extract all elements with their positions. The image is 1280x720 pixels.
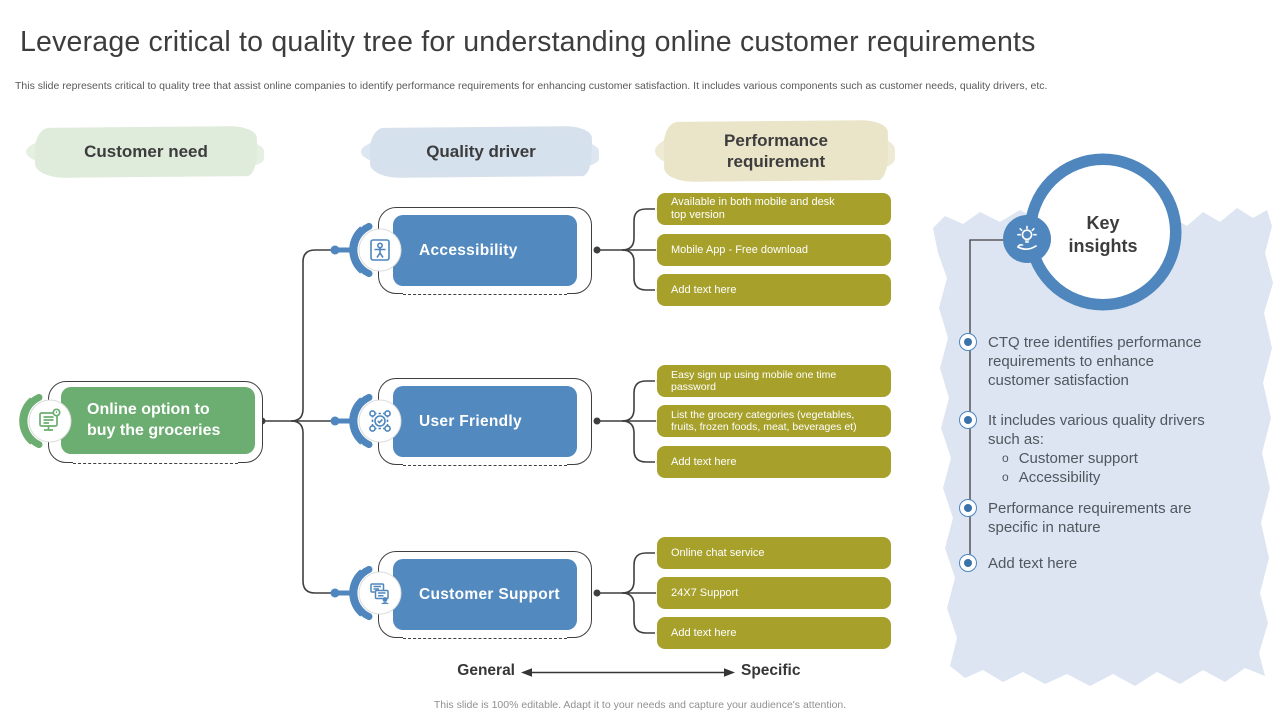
- page-subtitle: This slide represents critical to qualit…: [15, 80, 1048, 92]
- page-title: Leverage critical to quality tree for un…: [20, 26, 1036, 58]
- requirement-box[interactable]: Add text here: [657, 617, 891, 649]
- requirement-label: List the grocery categories (vegetables,…: [671, 408, 857, 433]
- bullet-marker: [959, 333, 977, 351]
- requirement-label: 24X7 Support: [671, 586, 739, 599]
- driver-node-customer-support: Customer Support: [378, 551, 592, 640]
- customer-need-node: Online option to buy the groceries: [48, 381, 263, 465]
- driver-label: Customer Support: [419, 585, 560, 603]
- driver-node-accessibility: Accessibility: [378, 207, 592, 296]
- insight-text[interactable]: Add text here: [988, 555, 1078, 572]
- idea-hand-badge: [1003, 215, 1051, 263]
- driver-label: Accessibility: [419, 241, 518, 259]
- sub-bullet-marker: o: [1002, 470, 1009, 484]
- driver-node-user-friendly: User Friendly: [378, 378, 592, 467]
- requirement-box: Online chat service: [657, 537, 891, 569]
- bullet-marker: [959, 554, 977, 572]
- requirement-box[interactable]: Add text here: [657, 446, 891, 478]
- requirement-label: Add text here: [671, 626, 737, 639]
- requirement-box: 24X7 Support: [657, 577, 891, 609]
- requirement-label: Easy sign up using mobile one time passw…: [671, 368, 837, 393]
- requirement-label: Add text here: [671, 283, 737, 296]
- column-header-customer-need: Customer need: [25, 126, 265, 178]
- column-header-label: Performance requirement: [724, 130, 828, 171]
- general-specific-arrow: [521, 668, 735, 677]
- requirement-box[interactable]: Add text here: [657, 274, 891, 306]
- requirement-box: List the grocery categories (vegetables,…: [657, 405, 891, 437]
- driver-label: User Friendly: [419, 412, 522, 430]
- requirement-label: Available in both mobile and desk top ve…: [671, 196, 835, 221]
- requirement-box: Available in both mobile and desk top ve…: [657, 193, 891, 225]
- insight-text: CTQ tree identifies performance requirem…: [988, 334, 1202, 389]
- insight-sub-text: Customer support: [1018, 450, 1138, 467]
- customer-need-label: Online option to buy the groceries: [87, 400, 221, 439]
- requirement-label: Online chat service: [671, 546, 765, 559]
- bullet-marker: [959, 499, 977, 517]
- requirement-label: Mobile App - Free download: [671, 243, 808, 256]
- accessibility-icon: [349, 222, 402, 278]
- insight-sub-item: o Customer support: [1002, 449, 1272, 468]
- column-header-label: Quality driver: [426, 142, 536, 162]
- axis-label-specific: Specific: [741, 662, 801, 679]
- requirement-box: Mobile App - Free download: [657, 234, 891, 266]
- shopping-monitor-icon: [19, 393, 72, 449]
- insight-sub-item: o Accessibility: [1002, 468, 1272, 487]
- insight-text: It includes various quality drivers such…: [988, 412, 1205, 448]
- watercolor-wash: [933, 208, 1273, 686]
- column-header-quality-driver: Quality driver: [360, 126, 600, 178]
- insight-text: Performance requirements are specific in…: [988, 500, 1192, 536]
- chat-support-icon: [349, 565, 402, 621]
- sub-bullet-marker: o: [1002, 451, 1009, 465]
- bullet-marker: [959, 411, 977, 429]
- column-header-performance-requirement: Performance requirement: [654, 120, 896, 182]
- requirement-box: Easy sign up using mobile one time passw…: [657, 365, 891, 397]
- requirement-label: Add text here: [671, 455, 737, 468]
- idea-hand-icon: [1017, 225, 1037, 250]
- user-network-icon: [349, 393, 402, 449]
- insight-sub-text: Accessibility: [1018, 469, 1101, 486]
- axis-label-general: General: [457, 662, 515, 679]
- key-insights-title: Key insights: [1068, 213, 1138, 256]
- footer-note: This slide is 100% editable. Adapt it to…: [433, 699, 847, 711]
- column-header-label: Customer need: [84, 142, 208, 162]
